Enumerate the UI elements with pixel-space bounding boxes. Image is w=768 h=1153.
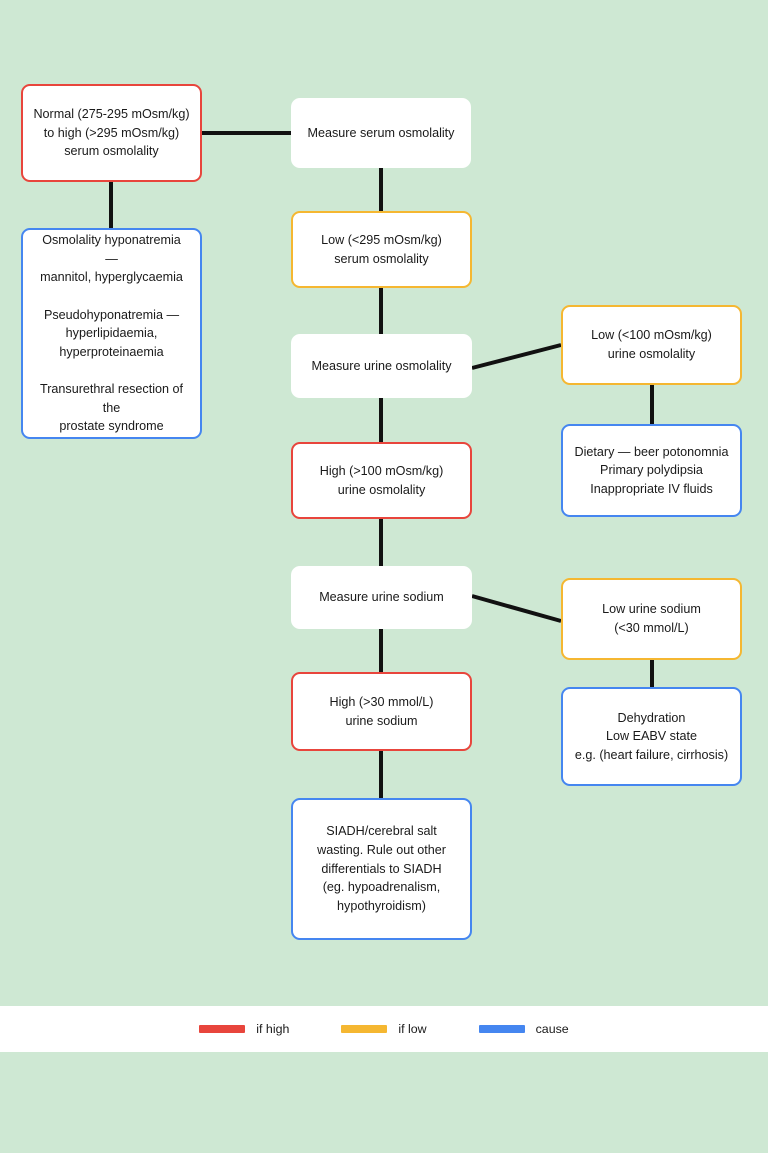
edge-n5-n6 [471,343,562,370]
node-low-serum-osmolality[interactable]: Low (<295 mOsm/kg) serum osmolality [291,211,472,288]
node-label: Low urine sodium (<30 mmol/L) [602,602,701,635]
node-osmolality-hyponatremia-causes[interactable]: Osmolality hyponatremia — mannitol, hype… [21,228,202,439]
node-siadh-cerebral-salt-wasting[interactable]: SIADH/cerebral salt wasting. Rule out ot… [291,798,472,940]
node-label: Dehydration Low EABV state e.g. (heart f… [574,710,729,762]
legend-swatch-if-high [199,1025,246,1033]
legend-label-if-low: if low [398,1022,427,1036]
legend-label-if-high: if high [256,1022,290,1036]
legend: if high if low cause [0,1006,768,1052]
node-label: High (>100 mOsm/kg) urine osmolality [319,463,444,497]
node-high-urine-sodium[interactable]: High (>30 mmol/L) urine sodium [291,672,472,751]
node-high-urine-osmolality[interactable]: High (>100 mOsm/kg) urine osmolality [291,442,472,519]
node-label: Osmolality hyponatremia — mannitol, hype… [39,233,184,434]
node-low-urine-osmolality[interactable]: Low (<100 mOsm/kg) urine osmolality [561,305,742,385]
node-label: Low (<100 mOsm/kg) urine osmolality [591,328,712,361]
node-label: Measure urine sodium [319,590,444,605]
legend-item-if-high[interactable]: if high [199,1022,289,1036]
legend-item-if-low[interactable]: if low [341,1022,427,1036]
edge-n9-n10 [471,594,562,623]
legend-item-cause[interactable]: cause [478,1022,569,1036]
node-measure-urine-sodium[interactable]: Measure urine sodium [291,566,472,629]
node-measure-urine-osmolality[interactable]: Measure urine osmolality [291,334,472,398]
node-label: SIADH/cerebral salt wasting. Rule out ot… [317,824,446,913]
node-dehydration-low-eabv[interactable]: Dehydration Low EABV state e.g. (heart f… [561,687,742,786]
node-label: Low (<295 mOsm/kg) serum osmolality [321,232,442,266]
legend-swatch-if-low [341,1025,388,1033]
node-dietary-causes[interactable]: Dietary — beer potonomnia Primary polydi… [561,424,742,517]
node-label: High (>30 mmol/L) urine sodium [329,694,434,728]
legend-swatch-cause [478,1025,525,1033]
node-label: Normal (275-295 mOsm/kg) to high (>295 m… [33,107,190,159]
legend-label-cause: cause [535,1022,569,1036]
node-label: Dietary — beer potonomnia Primary polydi… [574,444,729,496]
node-normal-to-high-serum-osmolality[interactable]: Normal (275-295 mOsm/kg) to high (>295 m… [21,84,202,182]
node-label: Measure urine osmolality [311,358,452,373]
node-measure-serum-osmolality[interactable]: Measure serum osmolality [291,98,471,168]
node-low-urine-sodium[interactable]: Low urine sodium (<30 mmol/L) [561,578,742,660]
node-label: Measure serum osmolality [307,125,455,140]
